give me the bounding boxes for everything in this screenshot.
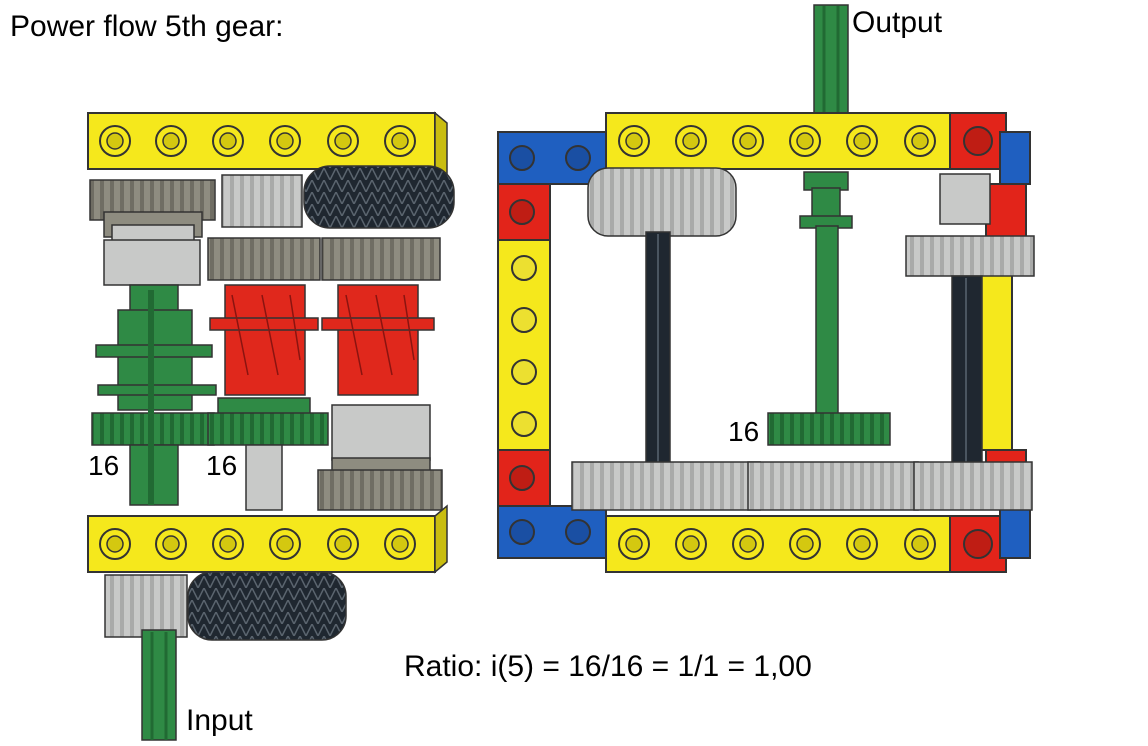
right-shaft-left [587, 167, 737, 465]
gear-label-left-b: 16 [206, 450, 238, 481]
right-shaft-right [905, 173, 1035, 467]
right-shaft-middle [767, 171, 891, 446]
right-bottom-gear-row [571, 461, 1033, 511]
left-shaft-3 [303, 165, 455, 511]
input-label: Input [186, 704, 253, 737]
right-bottom-beam [605, 515, 951, 573]
input-gears [104, 571, 347, 641]
ratio-text: Ratio: i(5) = 16/16 = 1/1 = 1,00 [404, 650, 812, 683]
page-title: Power flow 5th gear: [10, 10, 284, 43]
right-view [497, 4, 1035, 573]
output-axle [813, 4, 849, 118]
right-top-beam [605, 112, 951, 170]
left-shaft-2 [207, 174, 329, 511]
right-frame-bricks [497, 112, 1031, 573]
left-bottom-beam [87, 504, 448, 574]
gear-label-left-a: 16 [88, 450, 120, 481]
right-left-vertical-beam [497, 239, 551, 451]
input-axle [141, 629, 177, 741]
left-view [87, 111, 455, 741]
left-top-beam [87, 111, 448, 181]
left-shaft-1 [89, 179, 217, 506]
output-label: Output [852, 6, 943, 39]
gear-label-right: 16 [728, 416, 760, 447]
